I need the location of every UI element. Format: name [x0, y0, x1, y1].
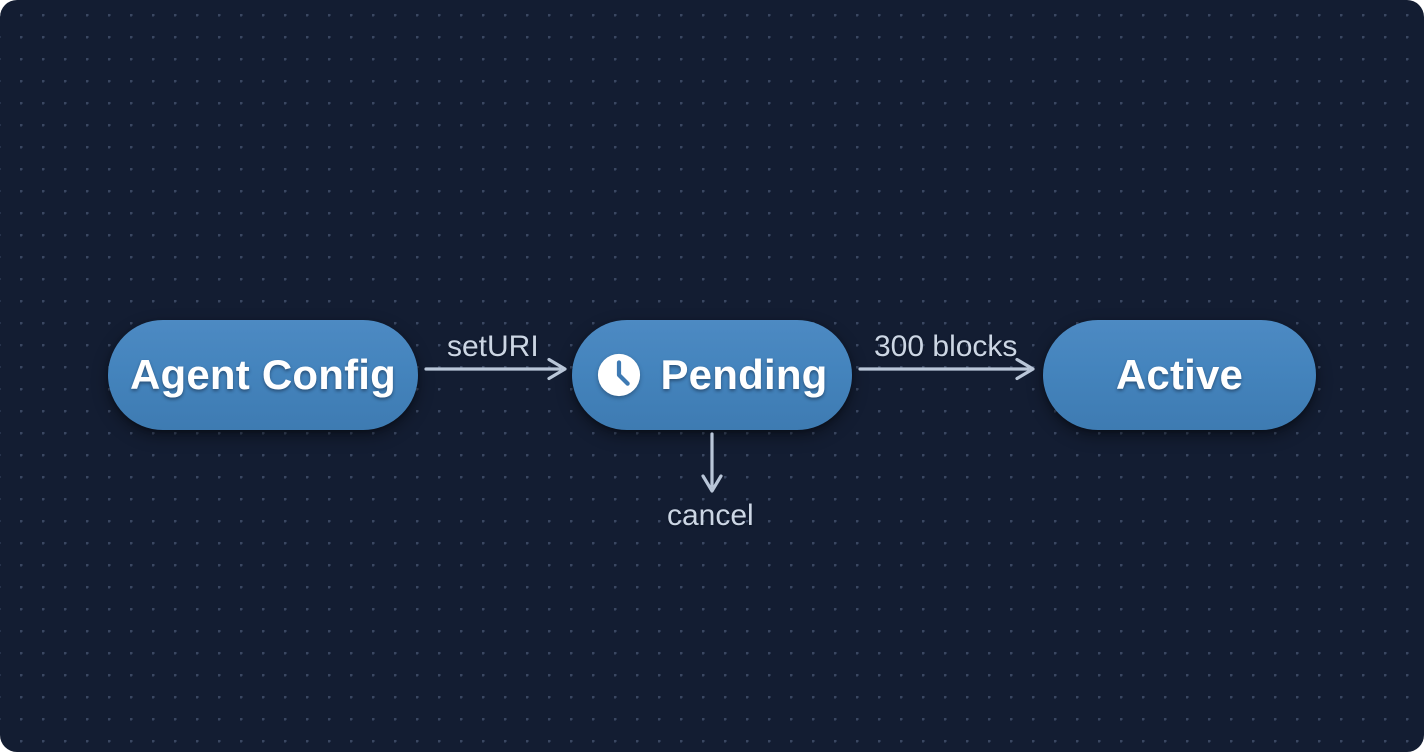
edge-300blocks-label: 300 blocks [874, 330, 1018, 363]
node-pending[interactable]: Pending [572, 320, 852, 430]
node-pending-label: Pending [660, 351, 828, 398]
edge-cancel-arrow [700, 432, 724, 494]
clock-icon [598, 353, 641, 397]
node-active-label: Active [1115, 351, 1244, 398]
node-agent-config[interactable]: Agent Config [108, 320, 418, 430]
edge-seturi-label: setURI [447, 330, 539, 363]
node-agent-config-label: Agent Config [129, 351, 396, 398]
edge-seturi-arrow [424, 357, 568, 381]
edge-300blocks-arrow [858, 357, 1036, 381]
node-active[interactable]: Active [1043, 320, 1316, 430]
edge-cancel-label: cancel [667, 499, 754, 532]
